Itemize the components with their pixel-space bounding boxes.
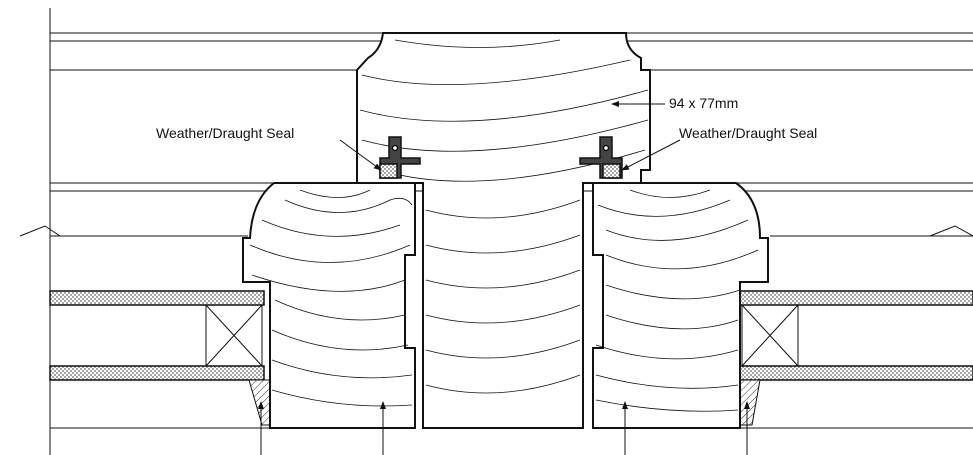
dimension-label: 94 x 77mm xyxy=(669,95,739,111)
lining-boards xyxy=(49,290,973,429)
seal-right xyxy=(579,136,623,179)
seal-left xyxy=(379,136,421,179)
left-stile xyxy=(242,182,416,429)
centre-stile xyxy=(356,32,651,429)
right-stile xyxy=(592,182,769,429)
seal-left-label: Weather/Draught Seal xyxy=(156,125,295,141)
studs xyxy=(205,304,799,367)
left-stile-grain xyxy=(249,189,413,407)
break-lines xyxy=(19,225,973,237)
right-stile-grain xyxy=(595,189,759,412)
seal-right-label: Weather/Draught Seal xyxy=(679,125,818,141)
leader-lines xyxy=(258,101,750,455)
